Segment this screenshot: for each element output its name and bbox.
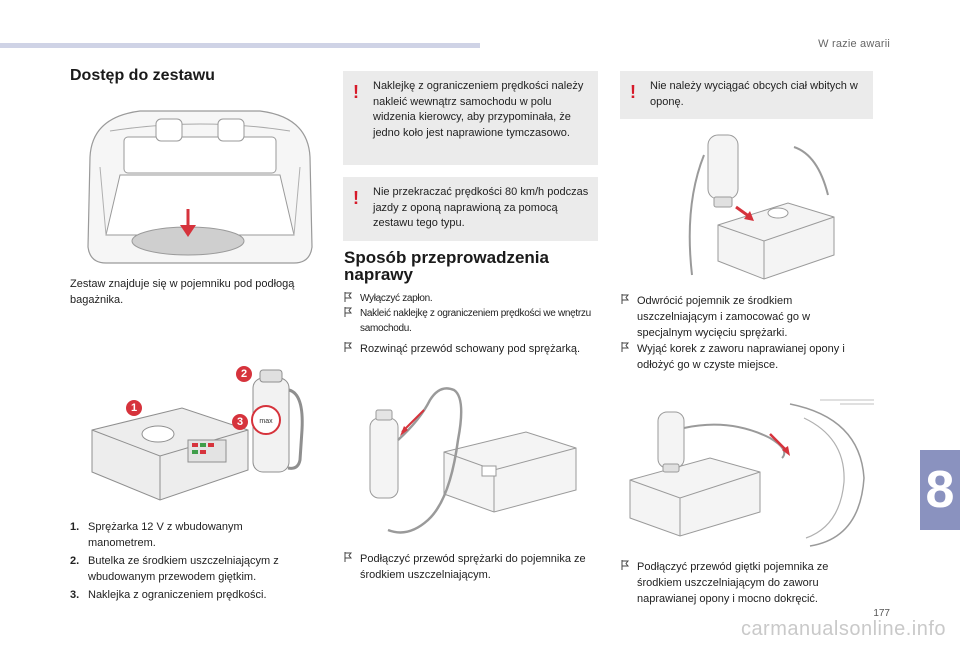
callout-1: 1 (126, 400, 142, 416)
numbered-item-3: 3. Naklejka z ograniczeniem prędkości. (70, 587, 310, 603)
numbered-item-1: 1. Sprężarka 12 V z wbudowanym manometre… (70, 519, 310, 551)
compressor-hose-illustration (369, 387, 577, 534)
header-bar (0, 43, 480, 48)
item-number: 1. (70, 521, 80, 533)
bullet-flag-icon (621, 560, 629, 570)
bullet-text: Wyjąć korek z zaworu naprawianej opony i… (637, 343, 845, 371)
bullet-item: Wyłączyć zapłon. (344, 291, 599, 306)
warning-foreign-objects-box: ! Nie należy wyciągać obcych ciał wbityc… (620, 71, 873, 119)
chapter-tab: 8 (920, 450, 960, 530)
numbered-item-2: 2. Butelka ze środkiem uszczelniającym z… (70, 553, 310, 585)
bullet-flag-icon (344, 292, 352, 302)
item-text: Sprężarka 12 V z wbudowanym manometrem. (88, 521, 243, 549)
bullet-text: Rozwinąć przewód schowany pod sprężarką. (360, 343, 581, 355)
warning-speed-box: ! Nie przekraczać prędkości 80 km/h podc… (343, 177, 598, 241)
bullet-text: Nakleić naklejkę z ograniczeniem prędkoś… (360, 308, 591, 334)
item-number: 2. (70, 555, 80, 567)
bullet-item: Odwrócić pojemnik ze środkiem uszczelnia… (621, 293, 861, 341)
item-number: 3. (70, 589, 80, 601)
warning-icon: ! (630, 82, 636, 102)
bottom-bullet-item: Podłączyć przewód sprężarki do pojemnika… (344, 551, 600, 583)
callout-2: 2 (236, 366, 252, 382)
bullet-flag-icon (344, 552, 352, 562)
warning-icon: ! (353, 82, 359, 102)
item-text: Butelka ze środkiem uszczelniającym z wb… (88, 555, 279, 583)
bullet-text: Odwrócić pojemnik ze środkiem uszczelnia… (637, 295, 811, 339)
page-number: 177 (873, 608, 890, 619)
bullet-flag-icon (621, 294, 629, 304)
bottle-mounting-illustration (688, 134, 835, 280)
warning-sticker-box: ! Naklejkę z ograniczeniem prędkości nal… (343, 71, 598, 165)
bullet-flag-icon (344, 307, 352, 317)
repair-kit-illustration: max (91, 369, 304, 501)
trunk-illustration (87, 110, 313, 264)
svg-text:max: max (259, 418, 273, 425)
warning-sticker-text: Naklejkę z ograniczeniem prędkości należ… (373, 80, 584, 139)
repair-procedure-title: Sposób przeprowadzenia naprawy (344, 248, 549, 284)
bullet-item: Nakleić naklejkę z ograniczeniem prędkoś… (344, 306, 599, 336)
warning-foreign-objects-text: Nie należy wyciągać obcych ciał wbitych … (650, 80, 858, 108)
bullet-flag-icon (344, 342, 352, 352)
tyre-valve-connection-illustration (629, 399, 874, 547)
warning-speed-text: Nie przekraczać prędkości 80 km/h podcza… (373, 186, 589, 229)
warning-icon: ! (353, 188, 359, 208)
kit-access-title: Dostęp do zestawu (70, 67, 215, 84)
watermark: carmanualsonline.info (740, 618, 946, 640)
bullet-text: Wyłączyć zapłon. (360, 293, 433, 304)
section-title: W razie awarii (818, 38, 890, 50)
kit-location-caption: Zestaw znajduje się w pojemniku pod podł… (70, 278, 295, 306)
bullet-item: Rozwinąć przewód schowany pod sprężarką. (344, 341, 584, 357)
item-text: Naklejka z ograniczeniem prędkości. (88, 589, 267, 601)
callout-3: 3 (232, 414, 248, 430)
bottom-bullet-item: Podłączyć przewód giętki pojemnika ze śr… (621, 559, 861, 607)
bullet-text: Podłączyć przewód giętki pojemnika ze śr… (637, 561, 829, 605)
bullet-item: Wyjąć korek z zaworu naprawianej opony i… (621, 341, 861, 373)
bullet-text: Podłączyć przewód sprężarki do pojemnika… (360, 553, 586, 581)
bullet-flag-icon (621, 342, 629, 352)
